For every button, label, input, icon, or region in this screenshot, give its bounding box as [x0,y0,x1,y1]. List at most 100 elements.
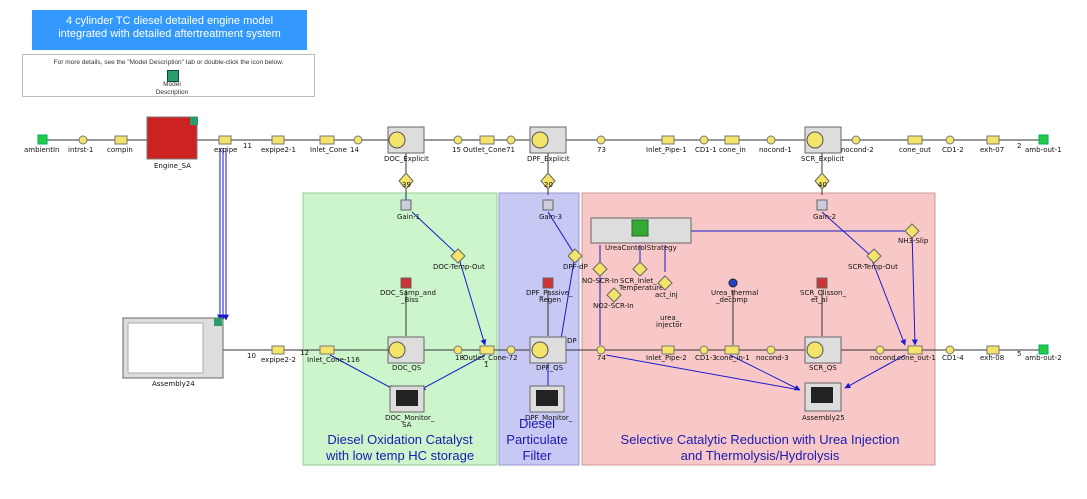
cone-out-1[interactable] [907,345,923,355]
node-74[interactable] [596,345,606,355]
cd1-4-node[interactable] [945,345,955,355]
region-captions: Diesel Oxidation Catalyst with low temp … [325,416,900,463]
exh-07-pipe[interactable] [986,135,1000,145]
svg-text:1: 1 [484,361,488,369]
svg-text:Outlet_Cone71: Outlet_Cone71 [463,146,515,154]
dpf-passive-block[interactable] [542,277,554,289]
svg-text:Diesel: Diesel [519,416,555,431]
title-line-1: 4 cylinder TC diesel detailed engine mod… [65,15,274,27]
node-pre-dpf[interactable] [506,135,516,145]
ambient-in[interactable] [37,134,48,145]
inlet-pipe-2[interactable] [661,345,675,355]
doc-samp-block[interactable] [400,277,412,289]
no2-scr-in-sensor[interactable] [606,287,622,303]
svg-text:cone_in: cone_in [719,146,746,154]
svg-text:et_al: et_al [811,296,828,304]
inlet-pipe-1[interactable] [661,135,675,145]
svg-text:expipe: expipe [214,146,237,154]
model-title-box: 4 cylinder TC diesel detailed engine mod… [32,10,307,50]
cd1-2-node[interactable] [945,135,955,145]
cone-out[interactable] [907,135,923,145]
doc-region [302,192,498,466]
scr-temp-out-sensor[interactable] [866,248,882,264]
node-18[interactable] [453,345,463,355]
nocond-3-node[interactable] [766,345,776,355]
node-73[interactable] [596,135,606,145]
nocond-node[interactable] [875,345,885,355]
svg-text:NO-SCR-In: NO-SCR-In [582,277,618,285]
svg-text:Outlet_Cone-72: Outlet_Cone-72 [463,354,518,362]
svg-text:12: 12 [300,349,309,357]
nh3-slip-sensor[interactable] [904,223,920,239]
no-scr-in-sensor[interactable] [592,261,608,277]
scr-clisson-block[interactable] [816,277,828,289]
engine-block[interactable] [146,116,198,160]
svg-text:Inlet_Cone-116: Inlet_Cone-116 [307,356,360,364]
inlet-cone-116[interactable] [319,345,335,355]
nocond-1-node[interactable] [766,135,776,145]
bottom-row: Assembly24 10 expipe2-2 12 Inlet_Cone-11… [122,317,1062,388]
scr-inlet-temp-sensor[interactable] [632,261,648,277]
cd1-3-node[interactable] [699,345,709,355]
svg-text:74: 74 [597,354,606,362]
svg-text:cone_out-1: cone_out-1 [897,354,936,362]
intrst-node[interactable] [78,135,88,145]
expipe-pipe[interactable] [218,135,232,145]
info-text: For more details, see the "Model Descrip… [53,59,284,66]
svg-text:CD1-1: CD1-1 [695,146,717,154]
outlet-cone-72[interactable] [479,345,495,355]
svg-text:compin: compin [107,146,133,154]
node-15[interactable] [453,135,463,145]
doc-temp-out-sensor[interactable] [450,248,466,264]
svg-text:Engine_SA: Engine_SA [154,162,191,170]
model-description-icon[interactable] [167,70,179,82]
svg-text:Gain-2: Gain-2 [813,213,836,221]
svg-text:ambientIn: ambientIn [24,146,60,154]
expipe22-pipe[interactable] [271,345,285,355]
assembly24-badge-icon [214,318,222,326]
outlet-cone[interactable] [479,135,495,145]
svg-text:UreaControlStrategy: UreaControlStrategy [605,244,677,252]
exh-08-pipe[interactable] [986,345,1000,355]
svg-text:nocond: nocond [870,354,896,362]
compin-pipe[interactable] [114,135,128,145]
cd1-1-node[interactable] [699,135,709,145]
scr-sensor-40[interactable] [814,172,830,190]
dpf-sensor-20[interactable] [540,172,556,190]
inlet-cone[interactable] [319,135,335,145]
signal-lines [217,148,918,393]
svg-text:Selective Catalytic Reduction: Selective Catalytic Reduction with Urea … [621,432,900,447]
gain-2[interactable] [816,199,828,211]
svg-text:Diesel Oxidation Catalyst: Diesel Oxidation Catalyst [327,432,473,447]
gain-1[interactable] [400,199,412,211]
svg-text:Inlet_Cone: Inlet_Cone [310,146,347,154]
urea-thermal-node[interactable] [728,278,738,288]
node-pre-dpf-qs[interactable] [506,345,516,355]
svg-text:SCR-Temp-Out: SCR-Temp-Out [848,263,898,271]
svg-text:nocond-1: nocond-1 [759,146,792,154]
svg-text:cone_in-1: cone_in-1 [716,354,750,362]
dpf-dp-sensor[interactable] [567,248,583,264]
nocond-2-node[interactable] [851,135,861,145]
cone-in-1[interactable] [724,345,740,355]
svg-text:2: 2 [1017,142,1021,150]
svg-text:cone_out: cone_out [899,146,931,154]
expipe21-pipe[interactable] [271,135,285,145]
svg-text:nocond-3: nocond-3 [756,354,789,362]
svg-text:expipe2-2: expipe2-2 [261,356,296,364]
svg-text:DP: DP [567,337,577,345]
top-row: ambientIn intrst-1 compin Engine_SA expi… [24,116,1062,170]
svg-text:expipe2-1: expipe2-1 [261,146,296,154]
svg-text:_Biss: _Biss [400,296,419,304]
amb-out-1[interactable] [1038,134,1049,145]
node-14[interactable] [353,135,363,145]
svg-text:Gain-3: Gain-3 [539,213,562,221]
dpf-region [498,192,580,466]
act-inj-sensor[interactable] [657,275,673,291]
gain-3[interactable] [542,199,554,211]
svg-text:CD1-4: CD1-4 [942,354,964,362]
amb-out-2[interactable] [1038,344,1049,355]
cone-in[interactable] [724,135,740,145]
svg-text:DOC_QS: DOC_QS [392,364,422,372]
doc-sensor-39[interactable] [398,172,414,190]
